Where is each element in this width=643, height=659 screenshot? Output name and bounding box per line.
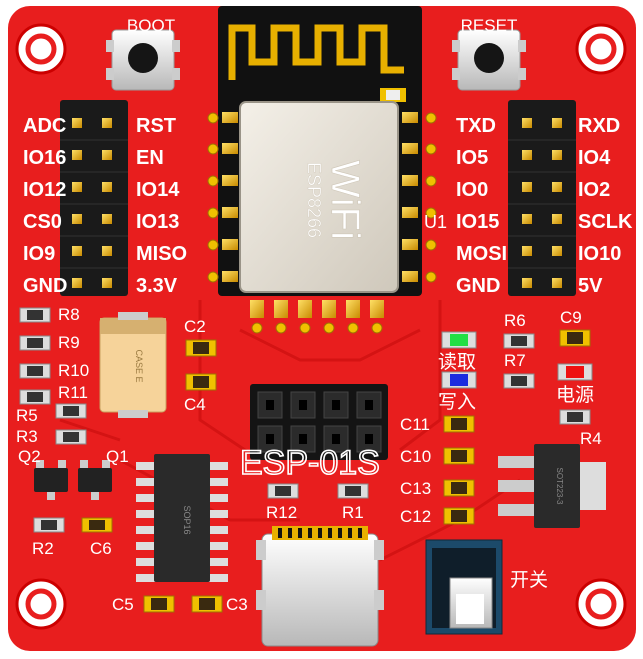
regulator-label: SOT223-3 [555, 468, 564, 505]
voltage-regulator: SOT223-3 [498, 444, 606, 528]
chip-brand-label: WiFi [323, 160, 367, 240]
led-power-label: 电源 [556, 384, 594, 406]
label-r3: R3 [16, 427, 38, 446]
label-c5: C5 [112, 595, 134, 614]
ic-package-label: SOP16 [182, 505, 192, 534]
pin-label-cs0: CS0 [23, 211, 62, 233]
pin-label-io4: IO4 [578, 147, 611, 169]
led-write-label: 写入 [438, 392, 476, 413]
pin-label-rxd: RXD [578, 115, 620, 137]
pin-label-io2: IO2 [578, 179, 610, 201]
label-r8: R8 [58, 305, 80, 324]
label-c10: C10 [400, 447, 431, 466]
label-c2: C2 [184, 317, 206, 336]
power-switch[interactable] [425, 539, 503, 635]
boot-label: BOOT [127, 16, 175, 35]
pin-label-5v: 5V [578, 275, 603, 297]
label-r12: R12 [266, 503, 297, 522]
usb-c-connector[interactable] [256, 526, 384, 647]
esp-module: WiFi ESP8266 [207, 6, 437, 334]
u1-label: U1 [424, 212, 447, 232]
pin-label-io5: IO5 [456, 147, 488, 169]
pin-label-txd: TXD [456, 115, 496, 137]
pin-label-gnd-left: GND [23, 275, 67, 297]
label-q2: Q2 [18, 447, 41, 466]
pin-label-miso: MISO [136, 243, 187, 265]
reset-label: RESET [461, 16, 518, 35]
pin-label-gnd-right: GND [456, 275, 500, 297]
label-r10: R10 [58, 361, 89, 380]
label-r11: R11 [58, 383, 88, 402]
cap-column [443, 415, 475, 525]
label-q1: Q1 [106, 447, 129, 466]
label-r7: R7 [504, 351, 526, 370]
label-c11: C11 [400, 415, 430, 434]
module-socket-header[interactable] [250, 384, 388, 460]
sop16-ic: SOP16 [136, 454, 228, 582]
pin-label-io13: IO13 [136, 211, 179, 233]
status-leds [441, 331, 593, 389]
pin-label-io10: IO10 [578, 243, 621, 265]
pin-label-sclk: SCLK [578, 211, 633, 233]
pin-label-io15: IO15 [456, 211, 499, 233]
pin-label-3v3: 3.3V [136, 275, 178, 297]
power-switch-label: 开关 [510, 569, 548, 591]
right-pin-header [508, 100, 576, 296]
label-c3: C3 [226, 595, 248, 614]
label-c13: C13 [400, 479, 431, 498]
label-c9: C9 [560, 308, 582, 327]
c5-c3 [143, 595, 223, 613]
label-c6: C6 [90, 539, 112, 558]
tantalum-label: CASE E [134, 349, 144, 382]
boot-button[interactable] [106, 29, 180, 91]
label-r2: R2 [32, 539, 54, 558]
led-read-label: 读取 [438, 351, 476, 373]
r2-c6 [33, 517, 113, 533]
label-r5: R5 [16, 406, 38, 425]
pin-label-io0: IO0 [456, 179, 488, 201]
pin-label-io9: IO9 [23, 243, 55, 265]
pin-label-io16: IO16 [23, 147, 66, 169]
label-r1: R1 [342, 503, 364, 522]
pin-label-io12: IO12 [23, 179, 66, 201]
tantalum-capacitor: CASE E [99, 312, 167, 418]
pin-label-rst: RST [136, 115, 176, 137]
label-r6: R6 [504, 311, 526, 330]
left-resistors [19, 307, 87, 445]
reset-button[interactable] [452, 29, 526, 91]
label-c4: C4 [184, 395, 206, 414]
left-pin-header [60, 100, 128, 296]
pin-label-adc: ADC [23, 115, 66, 137]
chip-name-label: ESP8266 [304, 162, 324, 238]
r12-r1 [267, 483, 369, 499]
transistors [34, 460, 112, 500]
right-passives [503, 329, 591, 425]
label-c12: C12 [400, 507, 431, 526]
mounting-holes [15, 23, 627, 630]
label-r4: R4 [580, 429, 602, 448]
label-r9: R9 [58, 333, 80, 352]
module-label: ESP-01S [240, 444, 380, 482]
pin-label-io14: IO14 [136, 179, 180, 201]
caps-c2-c4 [185, 339, 217, 391]
pin-label-mosi: MOSI [456, 243, 507, 265]
pin-label-en: EN [136, 147, 164, 169]
